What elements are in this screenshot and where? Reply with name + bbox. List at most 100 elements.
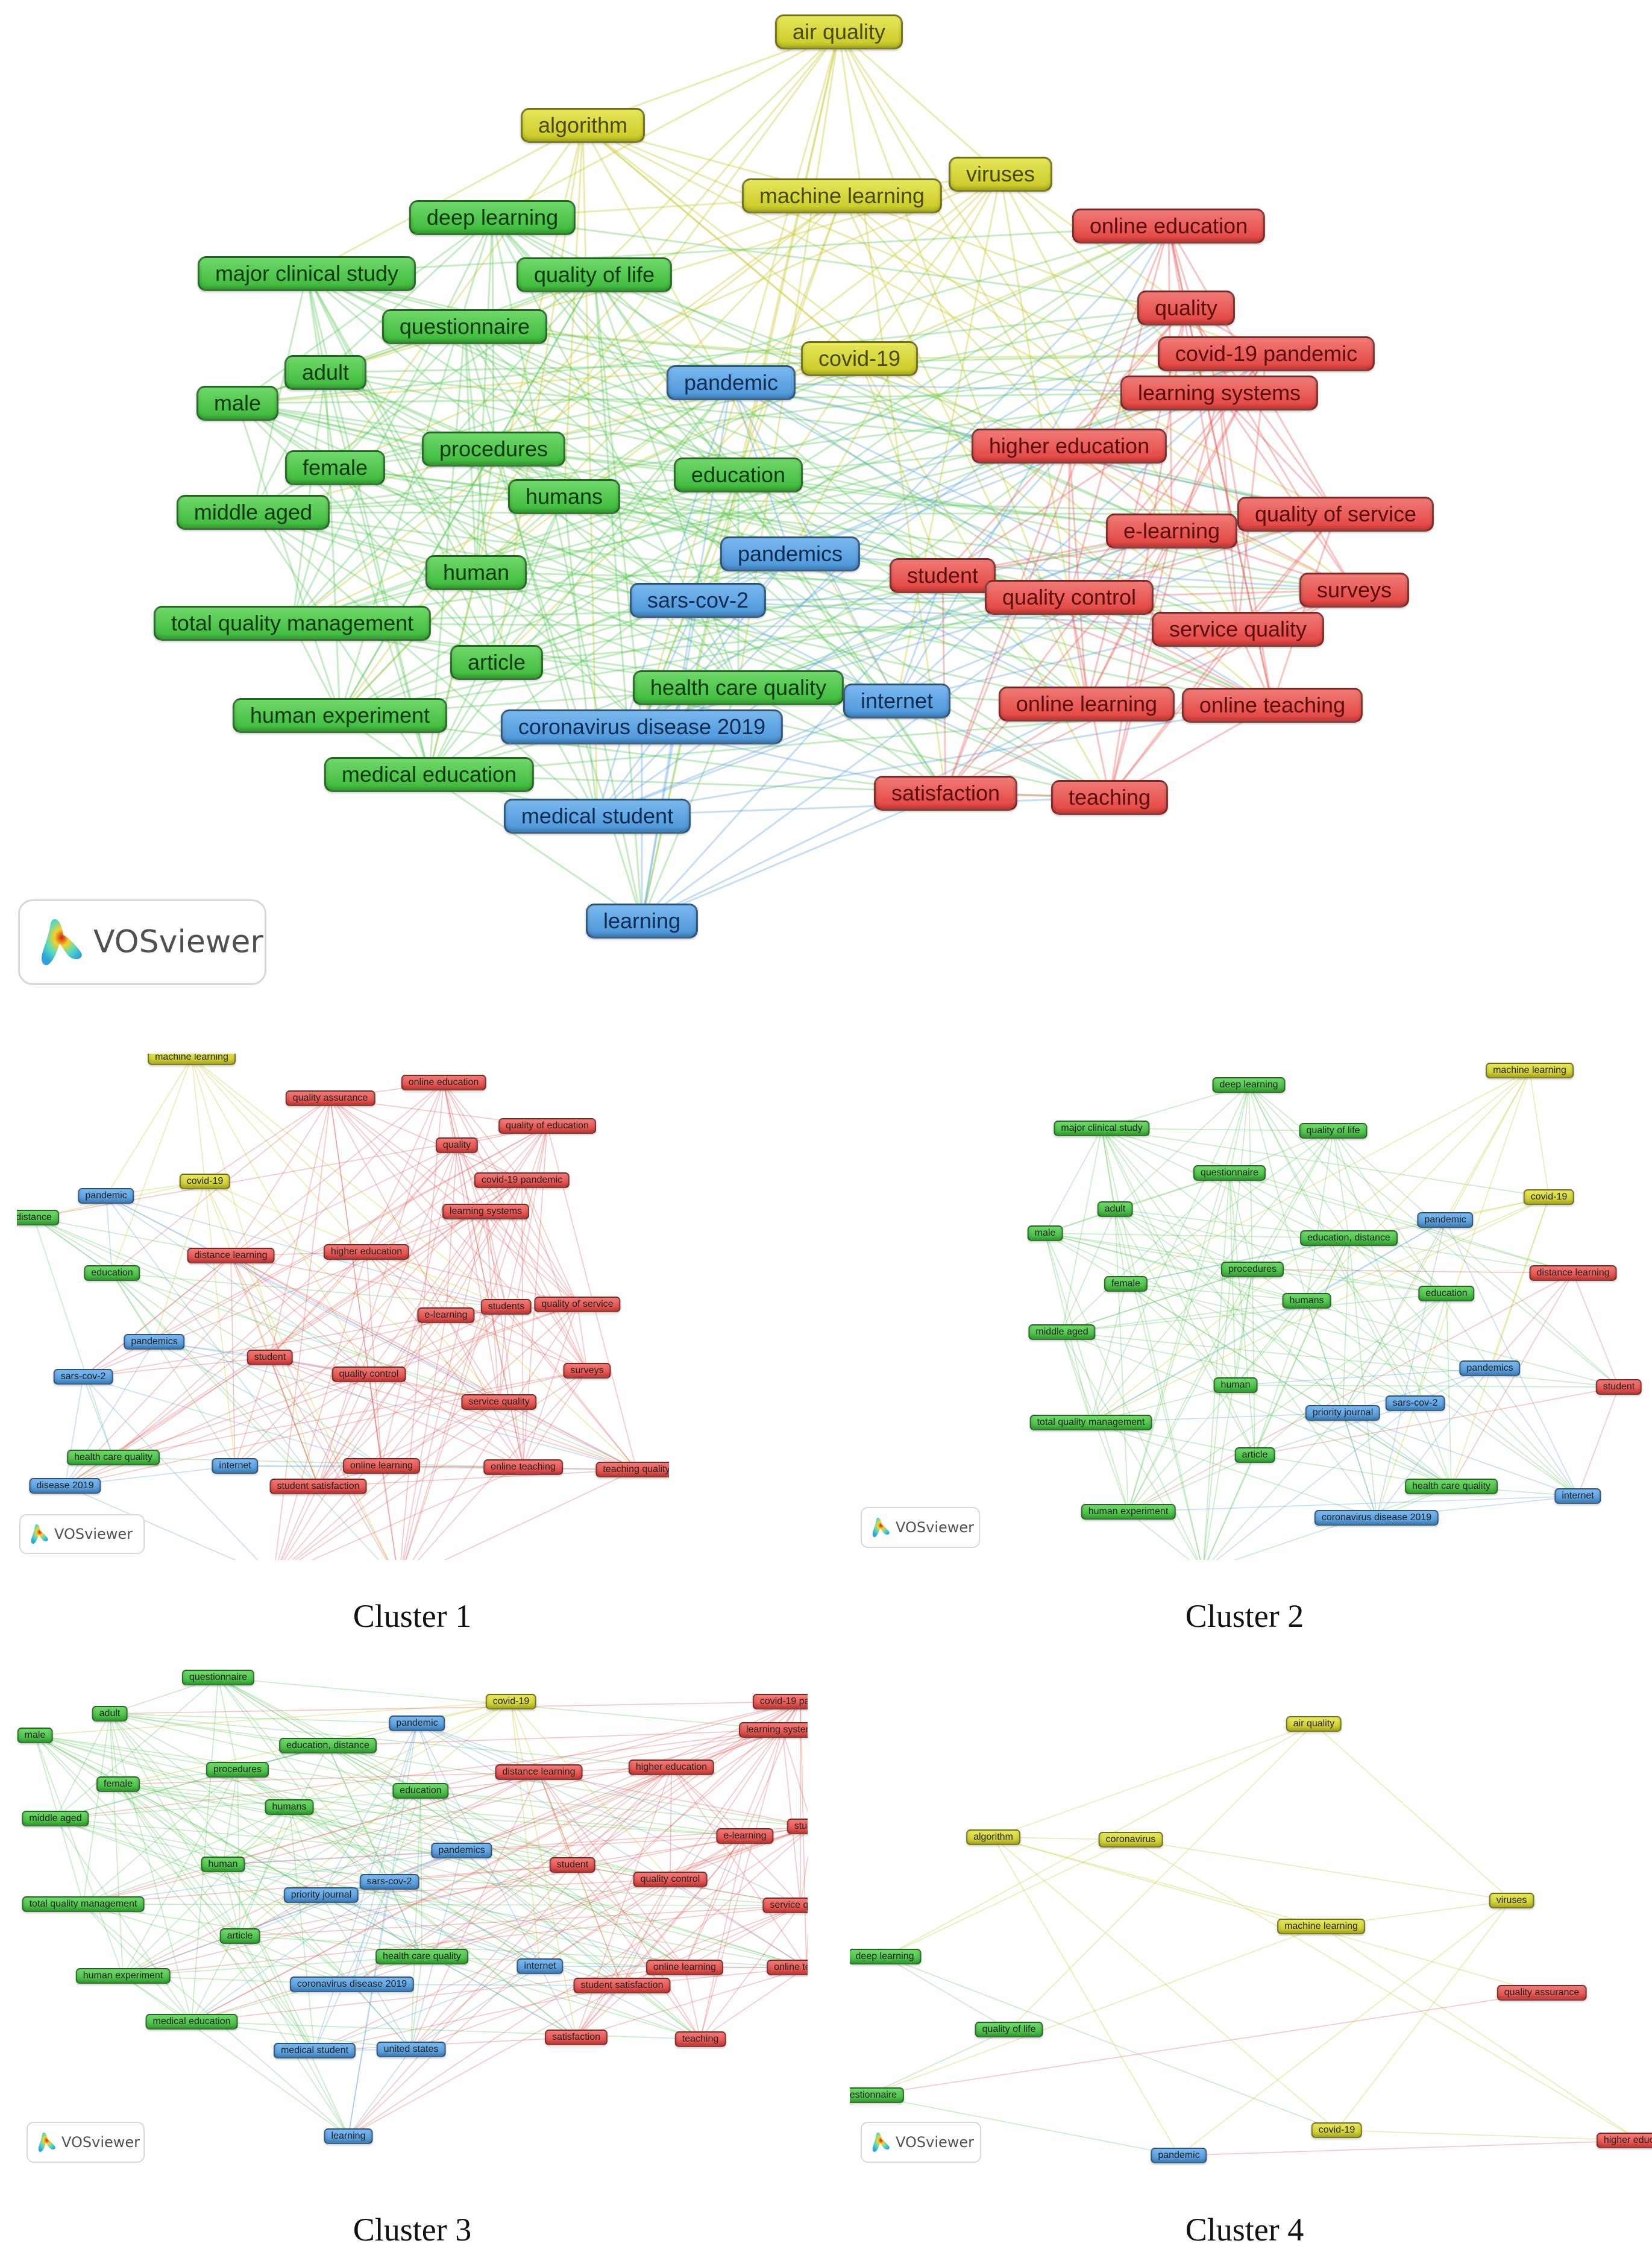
node-human-experiment[interactable]: human experiment [75,1968,171,1984]
node-middle-aged[interactable]: middle aged [1028,1324,1096,1340]
node-higher-education[interactable]: higher education [1596,2133,1652,2148]
node-male[interactable]: male [17,1728,53,1743]
node-coronavirus[interactable]: coronavirus [1098,1832,1163,1847]
node-middle-aged[interactable]: middle aged [176,495,330,530]
node-online-learning[interactable]: online learning [645,1960,724,1975]
node-questionnaire[interactable]: questionnaire [382,309,548,344]
node-article[interactable]: article [1234,1447,1275,1463]
node-service-quality[interactable]: service quality [762,1898,808,1913]
node-satisfaction[interactable]: satisfaction [544,2030,608,2045]
node-service-quality[interactable]: service quality [461,1394,537,1410]
node-learning[interactable]: learning [585,904,699,939]
node-coronavirus-disease-2019[interactable]: coronavirus disease 2019 [500,709,784,744]
node-student[interactable]: student [889,558,996,593]
node-female[interactable]: female [96,1776,140,1792]
node-higher-education[interactable]: higher education [971,429,1167,464]
node-pandemic[interactable]: pandemic [1151,2148,1207,2163]
node-medical-student[interactable]: medical student [503,799,691,834]
node-air-quality[interactable]: air quality [774,14,903,49]
node-distance-learning[interactable]: distance learning [495,1764,583,1780]
node-adult[interactable]: adult [1097,1201,1133,1217]
node-quality[interactable]: quality [435,1137,479,1153]
node-quality-assurance[interactable]: quality assurance [285,1090,375,1106]
node-student[interactable]: student [247,1350,294,1365]
node-pandemic[interactable]: pandemic [389,1715,445,1731]
node-article[interactable]: article [219,1928,260,1944]
node-adult[interactable]: adult [92,1706,128,1722]
node-quality-of-life[interactable]: quality of life [1299,1123,1368,1139]
node-questionnaire[interactable]: questionnaire [850,2087,905,2103]
node-covid-19[interactable]: covid-19 [1523,1189,1575,1205]
node-quality-control[interactable]: quality control [633,1872,708,1887]
node-deep-learning[interactable]: deep learning [1212,1077,1286,1093]
node-sars-cov-2[interactable]: sars-cov-2 [53,1369,113,1385]
node-service-quality[interactable]: service quality [1151,612,1325,647]
node-pandemics[interactable]: pandemics [431,1843,492,1858]
node-deep-learning[interactable]: deep learning [409,200,576,235]
node-covid-19-pandemic[interactable]: covid-19 pandemic [1157,336,1375,371]
node-pandemics[interactable]: pandemics [1459,1360,1521,1376]
node-questionnaire[interactable]: questionnaire [1193,1165,1266,1181]
node-total-quality-management[interactable]: total quality management [153,606,432,641]
node-machine-learning[interactable]: machine learning [1486,1063,1574,1078]
node-pandemics[interactable]: pandemics [124,1334,185,1350]
node-learning[interactable]: learning [324,2128,373,2144]
node-major-clinical-study[interactable]: major clinical study [197,256,416,291]
node-pandemic[interactable]: pandemic [666,365,796,400]
node-total-quality-management[interactable]: total quality management [22,1896,145,1912]
node-questionnaire[interactable]: questionnaire [181,1670,255,1685]
node-machine-learning[interactable]: machine learning [148,1054,236,1065]
node-air-quality[interactable]: air quality [1286,1716,1342,1732]
node-online-learning[interactable]: online learning [998,687,1175,722]
node-human-experiment[interactable]: human experiment [1081,1504,1176,1520]
node-pandemic[interactable]: pandemic [78,1188,134,1204]
node-middle-aged[interactable]: middle aged [22,1811,89,1826]
node-quality-assurance[interactable]: quality assurance [1497,1985,1587,2001]
node-health-care-quality[interactable]: health care quality [632,670,844,705]
node-health-care-quality[interactable]: health care quality [67,1450,160,1465]
node-student[interactable]: student [1595,1379,1642,1395]
node-human[interactable]: human [201,1857,245,1872]
node-covid-19-pandemic[interactable]: covid-19 pandemic [752,1694,808,1709]
node-education[interactable]: education [392,1783,449,1799]
node-covid-19[interactable]: covid-19 [485,1694,537,1709]
node-total-quality-management[interactable]: total quality management [1029,1415,1152,1430]
node-procedures[interactable]: procedures [1220,1262,1284,1277]
node-online-learning[interactable]: online learning [342,1458,421,1474]
node-male[interactable]: male [196,386,279,421]
node-female[interactable]: female [1104,1276,1148,1292]
node-quality-of-service[interactable]: quality of service [1237,497,1434,532]
node-procedures[interactable]: procedures [421,432,566,467]
node-online-education[interactable]: online education [1072,209,1266,244]
node-internet[interactable]: internet [517,1958,564,1974]
node-viruses[interactable]: viruses [1489,1893,1534,1908]
node-online-education[interactable]: online education [401,1075,486,1090]
node-student-satisfaction[interactable]: student satisfaction [573,1978,671,1993]
node-priority-journal[interactable]: priority journal [1305,1405,1381,1421]
node-priority-journal[interactable]: priority journal [283,1887,359,1903]
node-united-states[interactable]: united states [376,2042,446,2057]
node-algorithm[interactable]: algorithm [520,108,645,143]
node-sars-cov-2[interactable]: sars-cov-2 [629,583,767,618]
node-education[interactable]: education [1418,1286,1475,1301]
node-coronavirus-disease-2019[interactable]: coronavirus disease 2019 [1314,1510,1439,1526]
node-education-distance[interactable]: education, distance [1300,1230,1398,1246]
node-male[interactable]: male [1027,1225,1063,1241]
node-health-care-quality[interactable]: health care quality [1405,1479,1498,1494]
node-human[interactable]: human [1213,1377,1258,1393]
node-students[interactable]: students [480,1299,532,1315]
node-disease-2019[interactable]: disease 2019 [29,1478,101,1494]
node-learning-systems[interactable]: learning systems [738,1722,808,1738]
node-human[interactable]: human [425,555,527,590]
node-education[interactable]: education [84,1265,140,1281]
node-procedures[interactable]: procedures [206,1762,269,1778]
node-distance[interactable]: distance [17,1210,59,1225]
node-online-teaching[interactable]: online teaching [767,1960,808,1975]
node-quality-of-education[interactable]: quality of education [498,1118,596,1134]
node-coronavirus-disease-2019[interactable]: coronavirus disease 2019 [289,1976,415,1992]
node-learning-systems[interactable]: learning systems [1120,376,1319,410]
node-internet[interactable]: internet [1554,1488,1601,1504]
node-online-teaching[interactable]: online teaching [483,1459,563,1475]
node-internet[interactable]: internet [212,1458,259,1474]
node-distance-learning[interactable]: distance learning [1529,1265,1617,1281]
